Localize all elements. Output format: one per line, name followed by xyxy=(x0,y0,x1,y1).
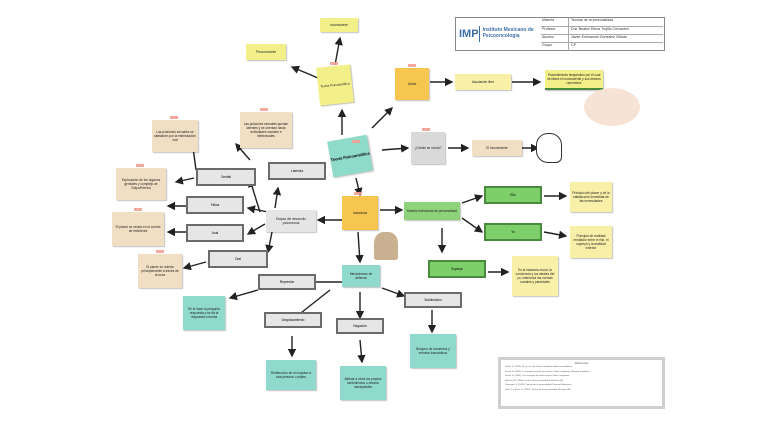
therapy-illustration xyxy=(584,88,640,126)
node-donde: ¿Dónde se oculta? xyxy=(411,132,445,164)
node-mecanismos: Mecanismos de defensa xyxy=(342,265,380,287)
freud-portrait xyxy=(374,232,398,260)
reference-item: Mischel, W. (1990). Teorías de la person… xyxy=(505,379,564,382)
node-yo-desc: Principio de realidad mediador entre el … xyxy=(570,226,612,258)
note-oral-desc: El placer se orienta principalmente a tr… xyxy=(138,254,182,288)
logo-mark: IMP xyxy=(459,26,480,42)
reference-item: Feist, J. y Feist, G. (2007). Teorías de… xyxy=(505,388,571,391)
node-yo: Yo xyxy=(484,223,542,241)
tape-decoration xyxy=(352,140,360,143)
reference-item: Freud, S. (1900). La interpretación de l… xyxy=(505,370,591,373)
node-instancias: Instancias xyxy=(342,196,378,230)
header-row-grupo: Grupo CP xyxy=(541,42,663,51)
tape-decoration xyxy=(156,250,164,253)
tape-decoration xyxy=(136,164,144,167)
node-oral: Oral xyxy=(208,250,268,268)
node-asociacion-libre: Asociación libre xyxy=(455,74,511,90)
node-desplazamiento: Desplazamiento xyxy=(264,312,322,328)
note-genital-desc: Las pulsiones sexuales se satisfacen por… xyxy=(152,120,198,152)
logo-text: Instituto Mexicano de Psicooncología xyxy=(482,27,534,39)
node-superyo-desc: Es la instancia moral, la conciencia y l… xyxy=(512,256,558,296)
header-row-materia: Materia Teorías de la personalidad xyxy=(541,18,663,26)
node-topica: Teoría Psicoanalítica xyxy=(316,64,354,106)
node-anal: Anal xyxy=(186,224,244,242)
node-asociacion-desc: Procedimiento terapéutico por el cual se… xyxy=(545,70,603,90)
node-ello-desc: Principio del placer y de la satisfacció… xyxy=(570,182,612,212)
note-represion-desc: Se le hace la pregunta respuesta y se da… xyxy=(183,296,225,330)
node-preconsciente: Preconsciente xyxy=(246,44,286,60)
note-anal-desc: El placer se centra en el control de esf… xyxy=(112,212,164,246)
tape-decoration xyxy=(408,64,416,67)
node-genital: Genital xyxy=(196,168,256,186)
node-latencia: Latencia xyxy=(268,162,326,180)
note-sublimacion-desc: Bloqueo de recuerdos y eventos traumátic… xyxy=(410,334,456,368)
node-superyo: Superyó xyxy=(428,260,486,278)
node-inconsciente: Inconsciente xyxy=(320,18,358,32)
reference-item: Freud, S. (1905). Tres ensayos de teoría… xyxy=(505,375,570,377)
node-negacion: Negación xyxy=(336,318,384,334)
node-modelo-estructural: Modelo estructural de personalidad xyxy=(404,202,460,220)
tape-decoration xyxy=(170,116,178,119)
note-negacion-desc: Atribuir a otros los propios sentimiento… xyxy=(340,366,386,400)
note-falica-desc: Exploración de los órganos genitales y c… xyxy=(116,168,166,200)
institute-logo: IMP Instituto Mexicano de Psicooncología xyxy=(456,18,540,50)
node-ello: Ello xyxy=(484,186,542,204)
central-topic: Teoría Psicoanalítica xyxy=(327,134,373,178)
reference-item: Freud, S. (1923). El yo y el ello. Obras… xyxy=(505,366,573,368)
head-icon xyxy=(536,133,562,163)
header-row-alumno: Alumno Javier Emmanuel González Villada xyxy=(541,34,663,43)
note-desplazamiento-desc: Redirección de un impulso a otra persona… xyxy=(266,360,316,390)
reference-item: Cloninger, S. (2003). Teorías de la pers… xyxy=(505,384,573,386)
references-box: Referencias Freud, S. (1923). El yo y el… xyxy=(498,357,665,409)
tape-decoration xyxy=(354,192,362,195)
tape-decoration xyxy=(330,62,338,65)
node-represion: Represión xyxy=(258,274,316,290)
node-etapas: Etapas del desarrollo psicosexual xyxy=(266,210,316,232)
references-title: Referencias xyxy=(574,362,589,365)
node-libido: Libido xyxy=(395,68,429,100)
header-row-profesor: Profesor Dra. Beatriz Elena Trujillo Cer… xyxy=(541,26,663,35)
node-sublimacion: Sublimación xyxy=(404,292,462,308)
node-inconsciente-oculto: El inconsciente xyxy=(472,140,522,156)
tape-decoration xyxy=(260,108,268,111)
course-header: IMP Instituto Mexicano de Psicooncología… xyxy=(455,17,665,51)
tape-decoration xyxy=(134,208,142,211)
tape-decoration xyxy=(422,128,430,131)
node-falica: Fálica xyxy=(186,196,244,214)
note-latencia-desc: Las pulsiones sexuales quedan latentes y… xyxy=(240,112,292,148)
